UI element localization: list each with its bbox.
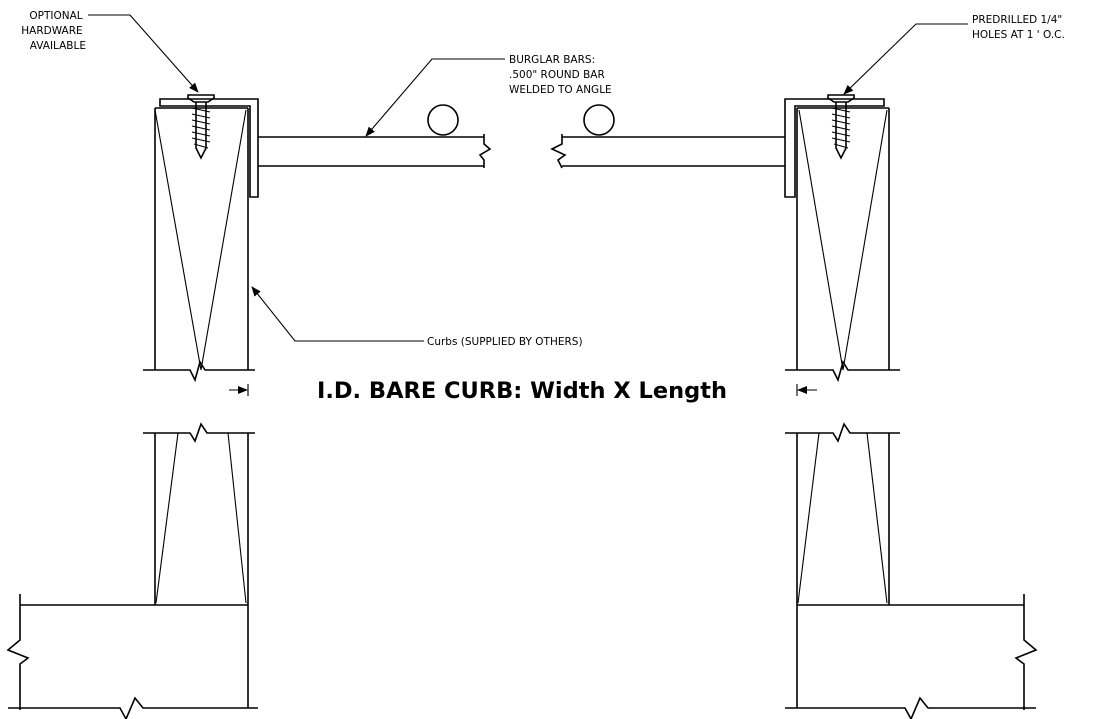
optional-hardware-line-2: HARDWARE [21, 25, 82, 37]
dimension-line [229, 384, 817, 396]
left-upper-curb [143, 107, 255, 383]
burglar-bars-note: BURGLAR BARS: .500" ROUND BAR WELDED TO … [509, 54, 612, 96]
right-burglar-bar [550, 104, 785, 169]
left-burglar-bar [258, 104, 492, 168]
burglar-bars-line-3: WELDED TO ANGLE [509, 84, 612, 96]
right-screw-icon [827, 94, 855, 160]
optional-hardware-line-1: OPTIONAL [29, 10, 82, 22]
right-angle [784, 98, 885, 198]
left-screw-icon [187, 94, 215, 160]
predrilled-holes-note: PREDRILLED 1/4" HOLES AT 1 ' O.C. [972, 14, 1066, 41]
right-deck [785, 594, 1038, 719]
curbs-leader [251, 286, 424, 342]
burglar-bars-leader [365, 58, 505, 137]
burglar-bars-line-1: BURGLAR BARS: [509, 54, 595, 66]
predrilled-holes-line-1: PREDRILLED 1/4" [972, 14, 1062, 26]
predrilled-holes-line-2: HOLES AT 1 ' O.C. [972, 29, 1065, 41]
optional-hardware-line-3: AVAILABLE [30, 40, 86, 52]
right-lower-curb [785, 422, 900, 605]
burglar-bars-line-2: .500" ROUND BAR [509, 69, 605, 81]
optional-hardware-leader [88, 14, 199, 93]
predrilled-holes-leader [843, 23, 968, 95]
right-upper-curb [785, 107, 900, 383]
left-angle [159, 98, 259, 198]
left-lower-curb [143, 422, 255, 605]
optional-hardware-note: OPTIONAL HARDWARE AVAILABLE [21, 10, 86, 52]
curbs-note: Curbs (SUPPLIED BY OTHERS) [427, 336, 583, 348]
dimension-label: I.D. BARE CURB: Width X Length [317, 378, 727, 404]
left-deck [6, 594, 258, 719]
